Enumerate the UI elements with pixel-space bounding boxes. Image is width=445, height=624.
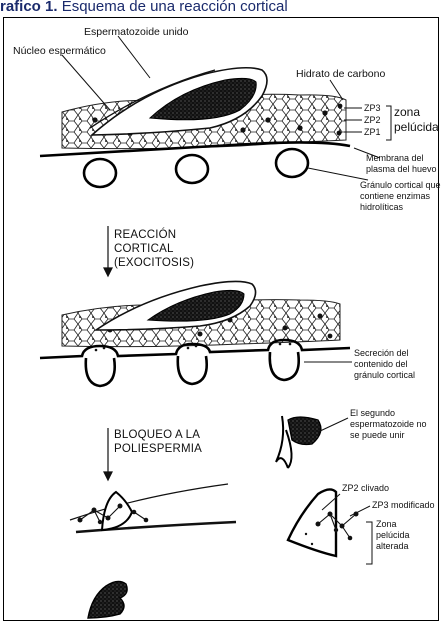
label-cortical-reaction-1: REACCIÓN	[114, 229, 176, 242]
label-secretion-1: Secreción del	[354, 348, 409, 359]
label-bound-sperm: Espermatozoide unido	[84, 26, 188, 38]
label-zp2: ZP2	[364, 115, 381, 126]
label-zp2-cleaved: ZP2 clivado	[342, 483, 389, 494]
label-cortical-reaction-2: CORTICAL	[114, 243, 174, 256]
label-zp1: ZP1	[364, 127, 381, 138]
label-zona-1: zona	[394, 106, 420, 119]
label-second-sperm-1: El segundo	[350, 408, 395, 419]
label-zp3: ZP3	[364, 103, 381, 114]
label-cortical-granule-1: Gránulo cortical que	[360, 180, 441, 191]
label-polyspermy-block-1: BLOQUEO A LA	[114, 429, 200, 442]
second-sperm	[276, 416, 348, 468]
stage-3-altered-zona	[70, 484, 236, 532]
label-cortical-granule-2: contiene enzimas	[360, 191, 430, 202]
label-secretion-3: gránulo cortical	[354, 370, 415, 381]
stage-2-exocytosis	[40, 281, 352, 386]
label-zp3-modified: ZP3 modificado	[372, 500, 435, 511]
stage-1-bound-sperm	[40, 36, 391, 187]
label-second-sperm-2: espermatozoide no	[350, 419, 427, 430]
label-cortical-reaction-3: (EXOCITOSIS)	[114, 257, 194, 270]
polyspermy-block-arrow	[104, 428, 112, 480]
label-sperm-nucleus: Núcleo espermático	[13, 45, 106, 57]
label-second-sperm-3: se puede unir	[350, 430, 405, 441]
label-polyspermy-block-2: POLIESPERMIA	[114, 443, 202, 456]
label-egg-membrane-2: plasma del huevo	[366, 164, 437, 175]
bottom-sperm-fragment	[88, 581, 127, 618]
label-cortical-granule-3: hidrolíticas	[360, 202, 403, 213]
label-egg-membrane-1: Membrana del	[366, 153, 424, 164]
label-zona-2: pelúcida	[394, 121, 439, 134]
stage-3-zp-detail	[288, 489, 372, 564]
label-altered-zona-3: alterada	[376, 541, 409, 552]
label-altered-zona-2: pelúcida	[376, 530, 410, 541]
cortical-reaction-arrow	[104, 226, 112, 276]
label-altered-zona-1: Zona	[376, 519, 397, 530]
label-secretion-2: contenido del	[354, 359, 408, 370]
label-carbohydrate: Hidrato de carbono	[296, 68, 385, 80]
cortical-granules	[84, 149, 308, 187]
